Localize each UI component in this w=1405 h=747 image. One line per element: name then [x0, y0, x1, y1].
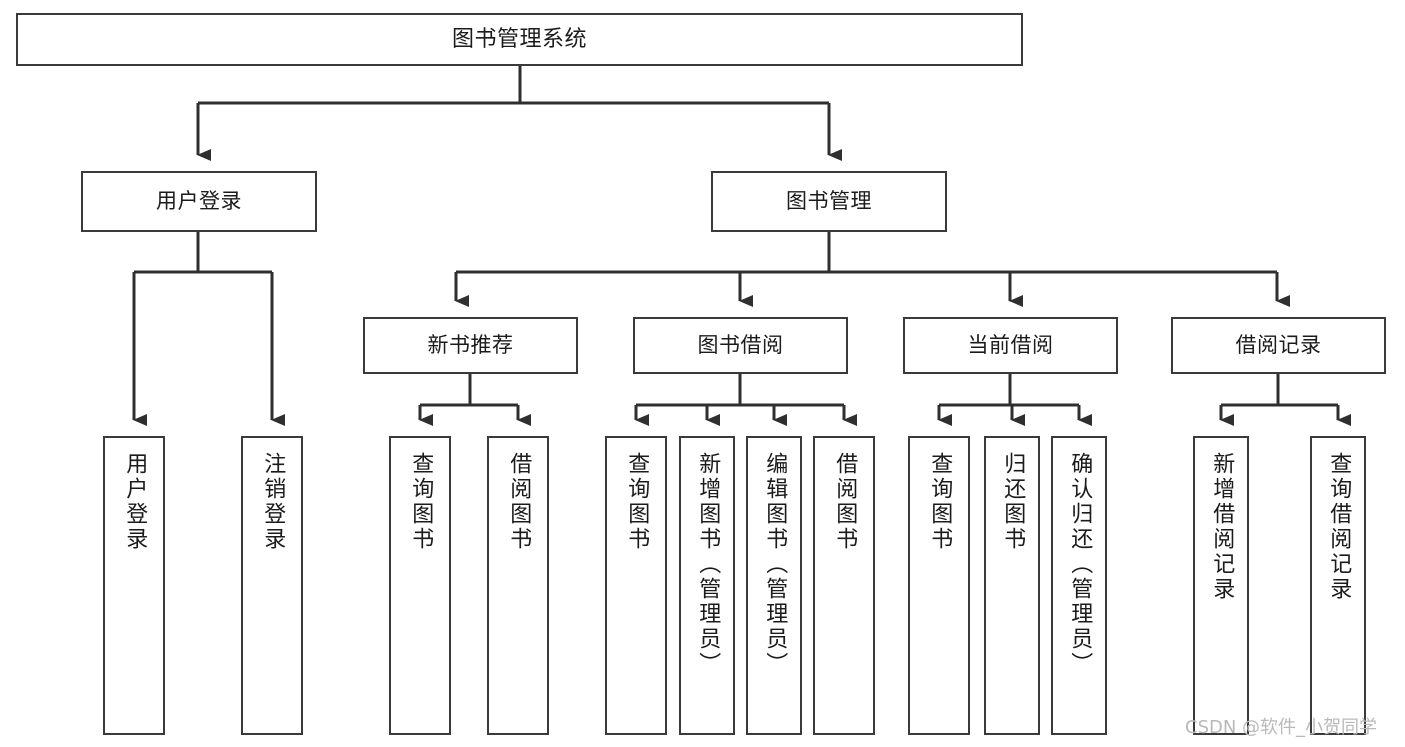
node-label: 查询借阅记录 — [1326, 452, 1352, 602]
node-label: 借阅记录 — [1235, 333, 1322, 358]
node-user-logout[interactable]: 注销登录 — [241, 436, 303, 735]
node-nbr-borrow-book[interactable]: 借阅图书 — [487, 436, 549, 735]
node-label: 用户登录 — [122, 452, 148, 552]
node-current-borrow[interactable]: 当前借阅 — [903, 317, 1118, 374]
node-book-manage[interactable]: 图书管理 — [711, 171, 947, 232]
node-label: 新增借阅记录 — [1209, 452, 1235, 602]
node-label: 确认归还（管理员） — [1067, 452, 1093, 677]
node-label: 借阅图书 — [832, 452, 858, 552]
node-user-login-do[interactable]: 用户登录 — [103, 436, 165, 735]
node-bb-edit-book-admin[interactable]: 编辑图书（管理员） — [746, 436, 802, 735]
node-cb-return-book[interactable]: 归还图书 — [984, 436, 1040, 735]
node-label: 图书借阅 — [697, 333, 784, 358]
node-label: 新增图书（管理员） — [695, 452, 721, 677]
node-label: 图书管理系统 — [451, 26, 587, 52]
node-br-add-record[interactable]: 新增借阅记录 — [1193, 436, 1249, 735]
node-nbr-query-book[interactable]: 查询图书 — [389, 436, 451, 735]
node-label: 归还图书 — [1000, 452, 1026, 552]
node-label: 用户登录 — [156, 189, 242, 214]
csdn-watermark: CSDN @软件_小贺同学 — [1185, 717, 1378, 738]
node-root-system[interactable]: 图书管理系统 — [16, 13, 1023, 66]
node-cb-confirm-return-admin[interactable]: 确认归还（管理员） — [1051, 436, 1107, 735]
node-cb-query-book[interactable]: 查询图书 — [908, 436, 970, 735]
node-br-query-record[interactable]: 查询借阅记录 — [1310, 436, 1366, 735]
node-bb-add-book-admin[interactable]: 新增图书（管理员） — [679, 436, 735, 735]
node-bb-borrow-book[interactable]: 借阅图书 — [813, 436, 875, 735]
node-label: 图书管理 — [786, 189, 872, 214]
node-label: 查询图书 — [927, 452, 953, 552]
node-user-login[interactable]: 用户登录 — [81, 171, 317, 232]
node-label: 注销登录 — [260, 452, 286, 552]
node-bb-query-book[interactable]: 查询图书 — [605, 436, 667, 735]
node-book-borrow[interactable]: 图书借阅 — [633, 317, 848, 374]
node-label: 查询图书 — [624, 452, 650, 552]
node-label: 当前借阅 — [967, 333, 1054, 358]
node-label: 查询图书 — [408, 452, 434, 552]
node-new-book-recommend[interactable]: 新书推荐 — [363, 317, 578, 374]
node-label: 新书推荐 — [427, 333, 514, 358]
node-label: 编辑图书（管理员） — [762, 452, 788, 677]
node-borrow-record[interactable]: 借阅记录 — [1171, 317, 1386, 374]
node-label: 借阅图书 — [506, 452, 532, 552]
